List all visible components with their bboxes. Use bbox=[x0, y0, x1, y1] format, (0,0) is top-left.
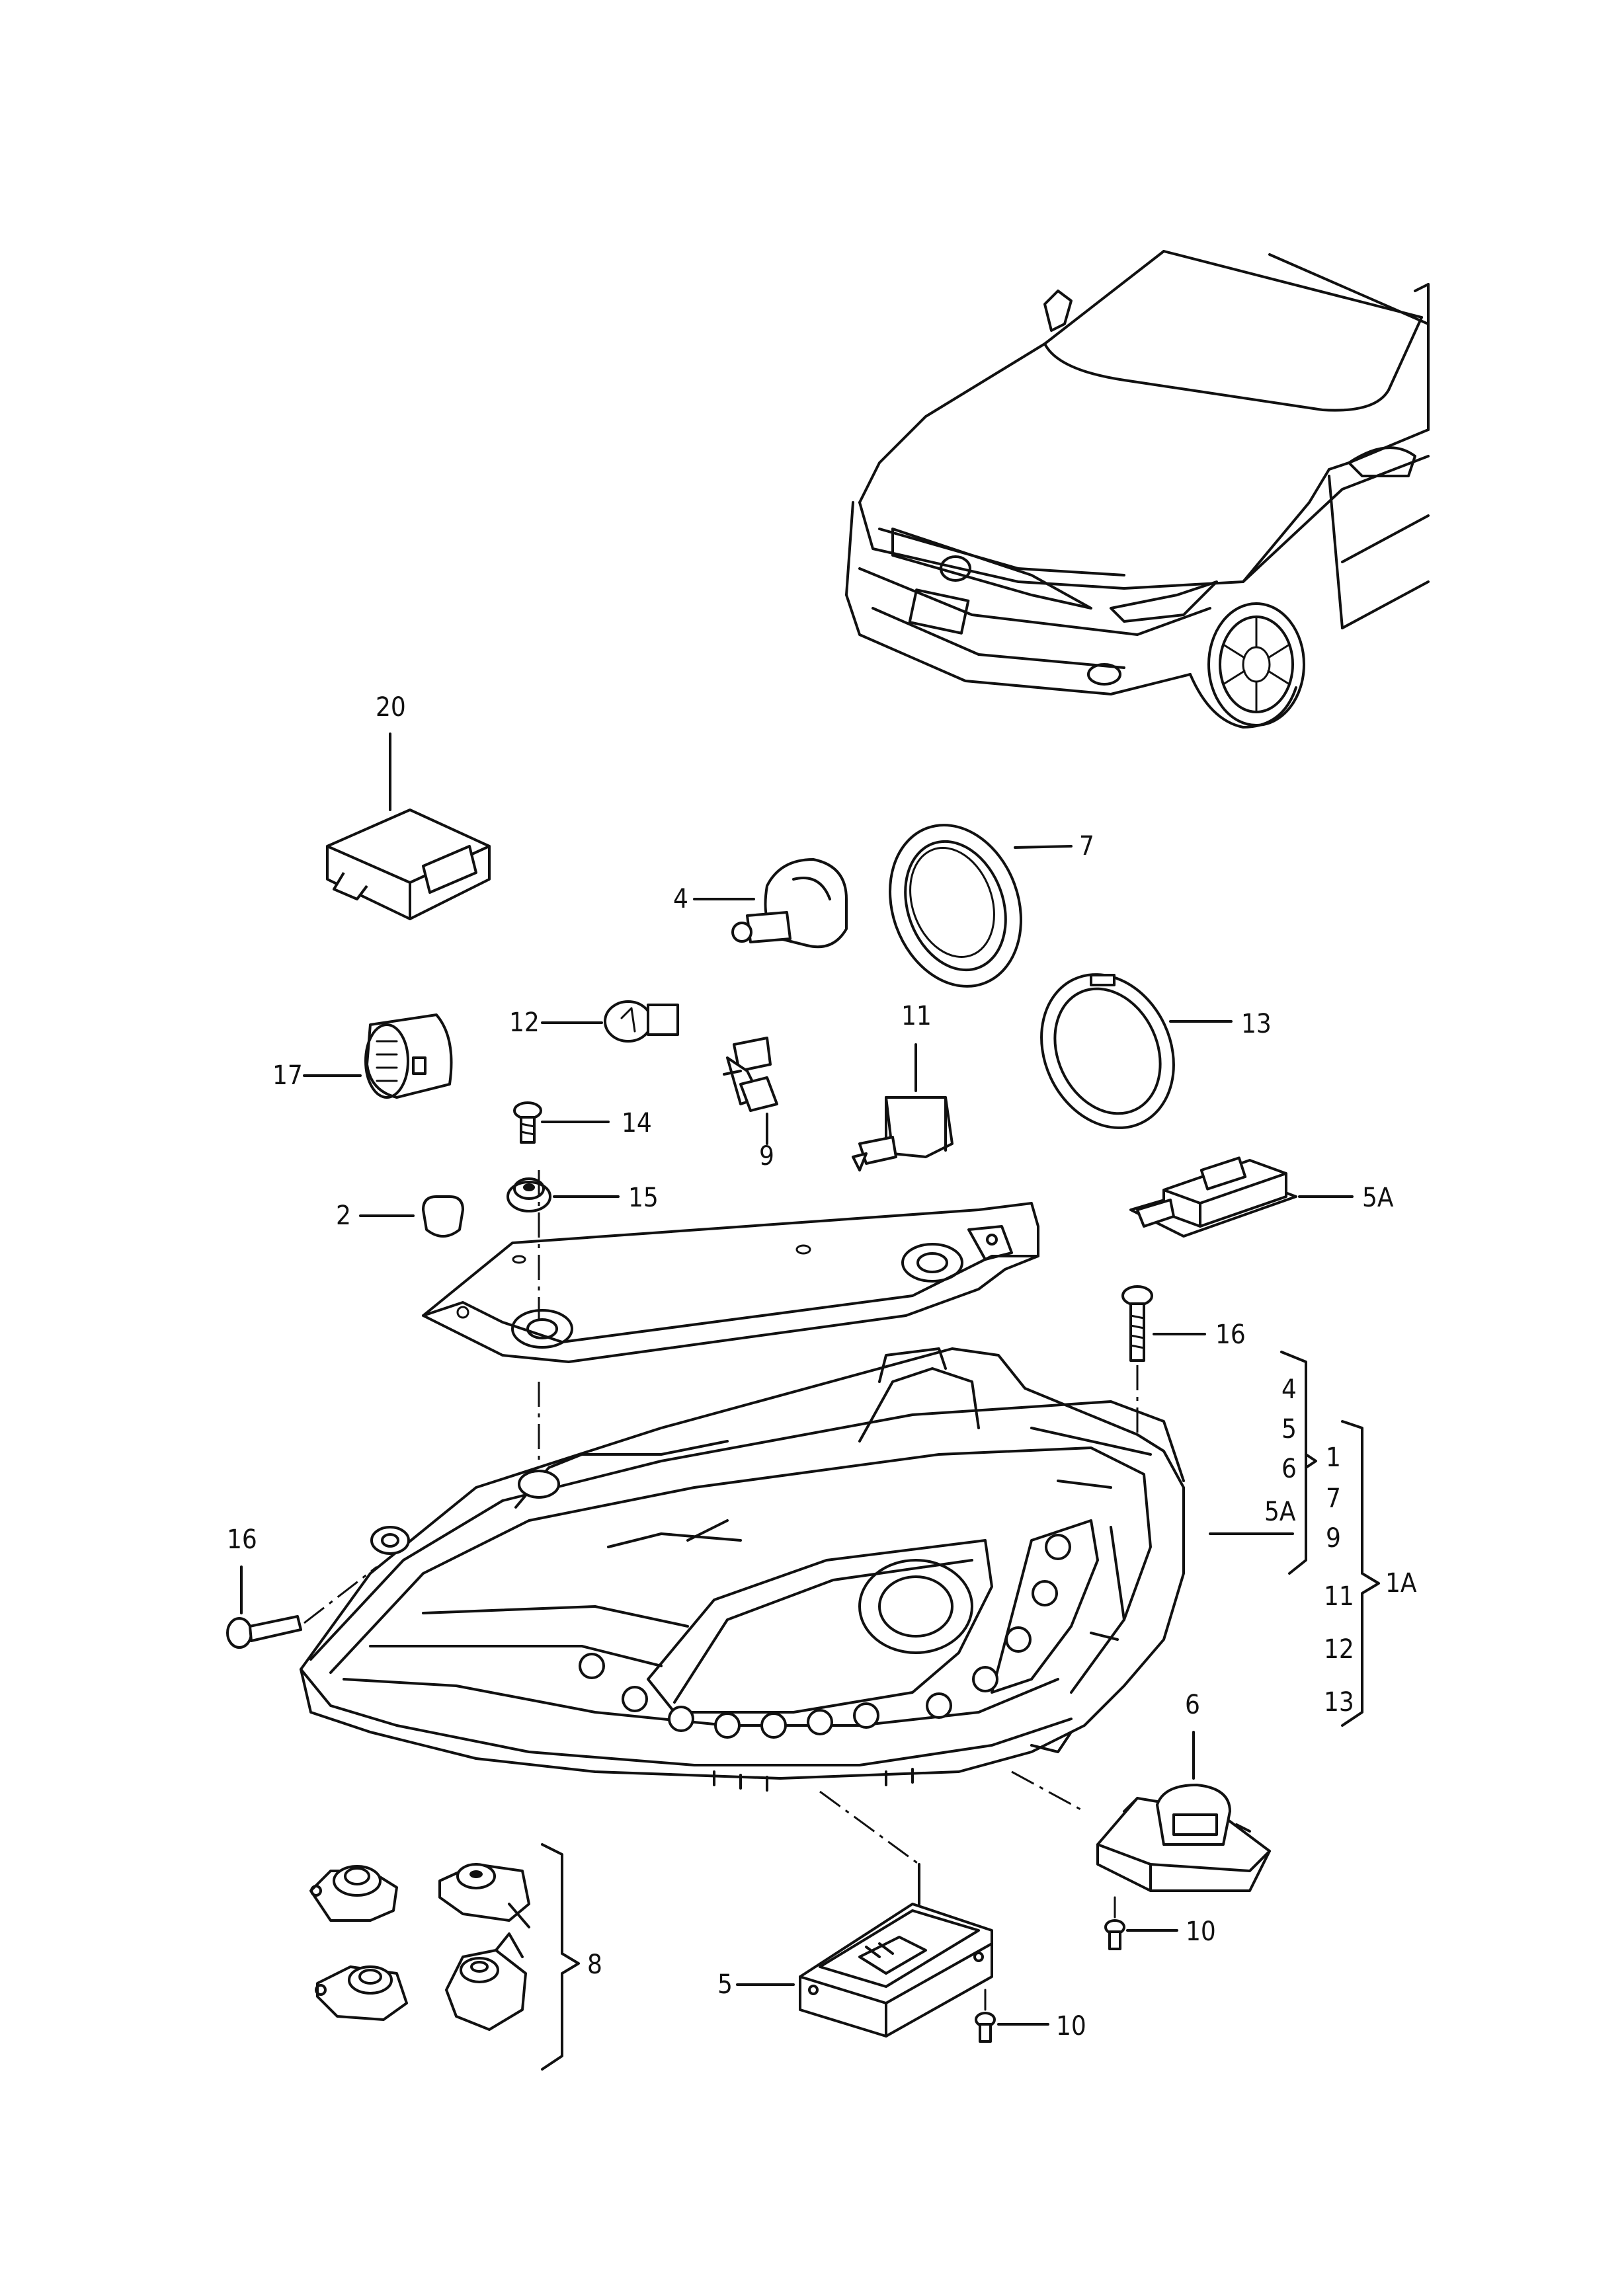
group-bracket-outer bbox=[1341, 1420, 1380, 1727]
group-bracket-inner bbox=[1209, 1351, 1317, 1575]
callout-9: 9 bbox=[759, 1141, 774, 1171]
callout-6: 6 bbox=[1185, 1690, 1200, 1720]
callout-14: 14 bbox=[622, 1108, 652, 1138]
part-4-bulb-with-socket bbox=[731, 858, 848, 949]
adjuster-d bbox=[445, 1932, 527, 2031]
part-16-screw-left bbox=[226, 1615, 302, 1649]
group-item-13: 13 bbox=[1324, 1687, 1354, 1718]
callout-5: 5 bbox=[717, 1969, 733, 2000]
vehicle-front-view bbox=[845, 250, 1430, 729]
part-10-screw-igniter bbox=[1104, 1919, 1125, 1950]
mounting-bracket bbox=[422, 1202, 1039, 1363]
part-20-control-module bbox=[326, 809, 491, 920]
part-1-headlight-assembly bbox=[300, 1347, 1185, 1792]
part-5A-control-unit bbox=[1129, 1156, 1297, 1238]
callout-10-upper: 10 bbox=[1186, 1917, 1216, 1947]
callout-4: 4 bbox=[673, 884, 688, 914]
callout-12: 12 bbox=[509, 1008, 540, 1038]
part-8-adjuster-set bbox=[309, 1863, 530, 2031]
part-10-screw-ballast bbox=[975, 2012, 996, 2043]
part-17-connector-housing bbox=[364, 1013, 453, 1099]
adjuster-c bbox=[315, 1965, 408, 2021]
callout-5A: 5A bbox=[1362, 1183, 1394, 1213]
callout-16-left: 16 bbox=[227, 1524, 257, 1555]
callout-8: 8 bbox=[587, 1950, 602, 1980]
part-13-cover-ring bbox=[1040, 973, 1175, 1129]
callout-1A: 1A bbox=[1385, 1568, 1417, 1599]
part-15-nut bbox=[507, 1177, 551, 1212]
group-item-6: 6 bbox=[1281, 1454, 1297, 1484]
callout-20: 20 bbox=[376, 692, 406, 723]
part-9-bulb bbox=[723, 1037, 778, 1112]
part-14-screw bbox=[513, 1101, 542, 1144]
group-item-1: 1 bbox=[1326, 1443, 1341, 1473]
group-item-5: 5 bbox=[1281, 1414, 1297, 1445]
part-5-ballast bbox=[799, 1903, 993, 2038]
callout-13: 13 bbox=[1241, 1009, 1272, 1039]
callout-17: 17 bbox=[272, 1060, 303, 1091]
group-item-9: 9 bbox=[1326, 1523, 1341, 1554]
callout-11: 11 bbox=[901, 1001, 932, 1031]
group-item-5A: 5A bbox=[1264, 1497, 1296, 1527]
callout-16-top: 16 bbox=[1215, 1320, 1246, 1350]
part-6-igniter bbox=[1096, 1784, 1271, 1892]
group-item-11: 11 bbox=[1324, 1581, 1354, 1612]
adjuster-a bbox=[309, 1865, 398, 1922]
part-16-screw-top bbox=[1121, 1285, 1153, 1362]
group-item-4: 4 bbox=[1281, 1374, 1297, 1405]
group-item-7: 7 bbox=[1326, 1484, 1341, 1514]
callout-10-lower: 10 bbox=[1056, 2011, 1086, 2041]
part-12-bulb bbox=[604, 1000, 679, 1043]
group-item-12: 12 bbox=[1324, 1634, 1354, 1665]
callout-7: 7 bbox=[1079, 831, 1094, 861]
part-11-xenon-bulb bbox=[852, 1096, 954, 1171]
adjuster-b bbox=[438, 1863, 530, 1928]
part-2-plug bbox=[422, 1195, 464, 1238]
callout-2: 2 bbox=[336, 1201, 351, 1231]
callout-15: 15 bbox=[628, 1183, 659, 1213]
part-7-sealing-ring bbox=[889, 824, 1022, 988]
